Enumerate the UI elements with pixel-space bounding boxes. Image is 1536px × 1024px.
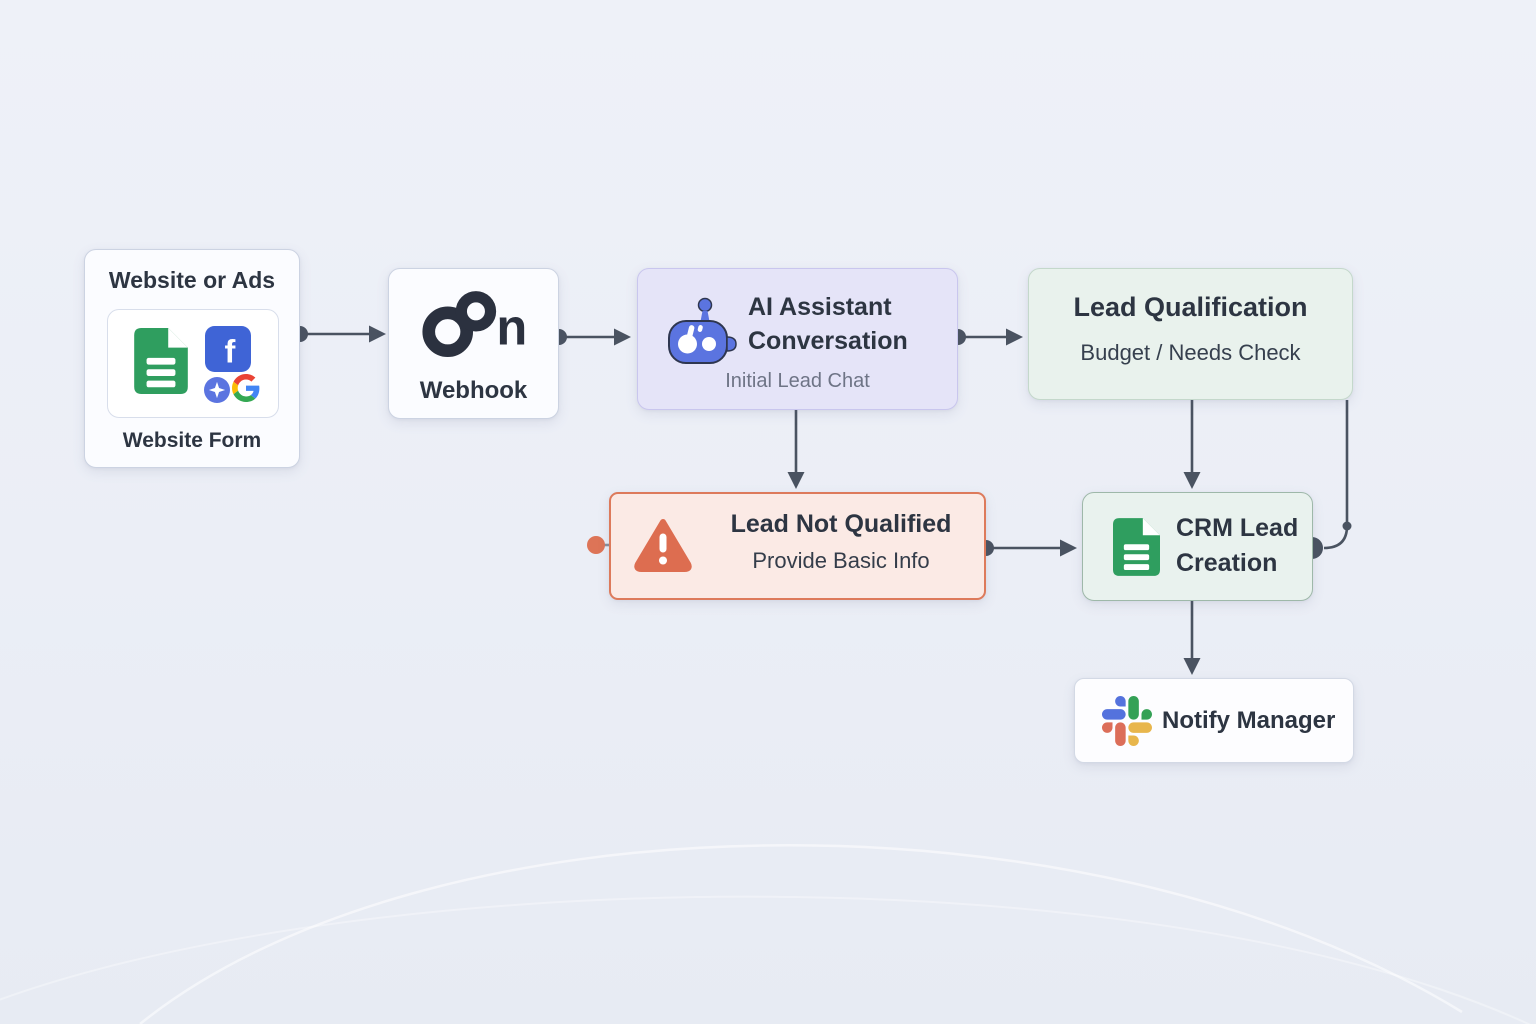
google-sheets-icon: [1113, 518, 1160, 576]
google-icon: [232, 374, 260, 402]
not-qualified-input-stub: [587, 536, 611, 554]
arrowhead-icon: [1060, 539, 1077, 557]
node-website-or-ads[interactable]: Website or Ads f: [84, 249, 300, 468]
edge-not-qualified-to-crm: [978, 539, 1077, 557]
node-title: Website or Ads: [108, 267, 276, 293]
node-label: Notify Manager: [1162, 706, 1336, 734]
slack-icon: [1102, 696, 1152, 746]
node-notify-manager[interactable]: Notify Manager: [1074, 678, 1354, 763]
arrowhead-icon: [1183, 472, 1201, 489]
arrowhead-icon: [614, 328, 631, 346]
arrowhead-icon: [1183, 658, 1201, 675]
svg-text:f: f: [224, 333, 235, 369]
edge-curve: [1323, 525, 1349, 550]
arrowhead-icon: [369, 325, 386, 343]
node-subtitle: Initial Lead Chat: [725, 370, 870, 392]
edge-ai-to-qualification: [950, 328, 1023, 346]
node-title: AI Assistant Conversation: [748, 290, 908, 358]
connector-dot-small[interactable]: [1342, 521, 1352, 531]
google-sheets-icon: [134, 328, 188, 394]
decor-arc: [139, 844, 1463, 1024]
node-crm-lead-creation[interactable]: CRM Lead Creation: [1082, 492, 1313, 601]
facebook-icon: f: [205, 326, 251, 372]
arrowhead-icon: [1006, 328, 1023, 346]
source-icons-card: f: [107, 309, 279, 418]
sparkle-icon: [204, 377, 230, 403]
arrowhead-icon: [787, 472, 805, 489]
node-caption: Website Form: [122, 429, 262, 452]
node-webhook[interactable]: n Webhook: [388, 268, 559, 419]
node-title-line2: Creation: [1176, 549, 1278, 577]
decor-arc: [0, 895, 1531, 1024]
edge-webhook-to-ai: [551, 328, 631, 346]
node-subtitle: Budget / Needs Check: [1080, 340, 1301, 365]
node-title: Lead Not Qualified: [730, 510, 952, 538]
node-label: Webhook: [419, 377, 528, 404]
node-lead-qualification[interactable]: Lead Qualification Budget / Needs Check: [1028, 268, 1353, 400]
node-ai-assistant[interactable]: AI Assistant Conversation Initial Lead C…: [637, 268, 958, 410]
edge-qualification-to-crm: [1183, 400, 1201, 489]
node-title: Lead Qualification: [1073, 292, 1308, 322]
svg-text:n: n: [496, 298, 527, 355]
edge-crm-to-notify: [1183, 601, 1201, 675]
warning-icon: [634, 519, 692, 572]
edge-source-to-webhook: [292, 325, 386, 343]
edge-ai-to-not-qualified: [787, 410, 805, 489]
node-lead-not-qualified[interactable]: Lead Not Qualified Provide Basic Info: [609, 492, 986, 600]
node-title: CRM Lead Creation: [1176, 511, 1298, 581]
node-title-line1: AI Assistant: [748, 293, 892, 321]
n8n-logo-icon: n: [421, 291, 527, 358]
node-text-block: Lead Not Qualified Provide Basic Info: [699, 494, 983, 598]
robot-icon: [668, 297, 737, 364]
node-title-line1: CRM Lead: [1176, 514, 1299, 542]
node-title-line2: Conversation: [748, 327, 908, 355]
node-subtitle: Provide Basic Info: [752, 548, 930, 573]
connector-dot-orange[interactable]: [587, 536, 605, 554]
